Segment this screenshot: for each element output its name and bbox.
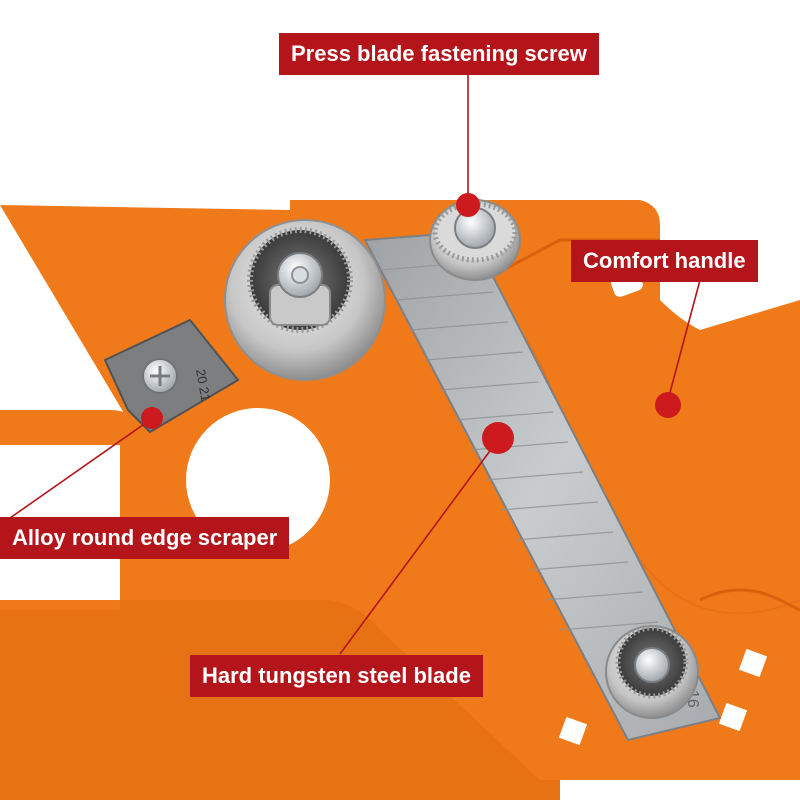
square-hole-2 bbox=[718, 702, 748, 732]
callout-comfort-handle: Comfort handle bbox=[571, 240, 758, 282]
blade-thumb-screw bbox=[605, 625, 699, 719]
square-hole-3 bbox=[558, 716, 588, 746]
leader-round-scraper bbox=[9, 419, 151, 519]
finger-hole-center bbox=[186, 408, 330, 552]
square-hole-1 bbox=[738, 648, 768, 678]
dot-press-screw bbox=[456, 193, 480, 217]
steel-blade bbox=[363, 230, 722, 742]
leader-steel-blade bbox=[339, 439, 499, 655]
callout-steel-blade: Hard tungsten steel blade bbox=[190, 655, 483, 697]
callout-round-scraper: Alloy round edge scraper bbox=[0, 517, 290, 559]
large-thumb-screw bbox=[224, 219, 386, 381]
dot-steel-blade bbox=[482, 422, 514, 454]
scraper-code-text: 20 21 bbox=[193, 368, 213, 403]
handle-bump bbox=[699, 588, 800, 612]
finger-hole-left bbox=[0, 258, 52, 382]
round-edge-scraper: 20 21 bbox=[103, 318, 240, 434]
tool-edge-shadow bbox=[0, 600, 560, 800]
dot-comfort-handle bbox=[655, 392, 681, 418]
callout-press-screw: Press blade fastening screw bbox=[279, 33, 599, 75]
dot-round-scraper bbox=[141, 407, 163, 429]
leader-comfort-handle bbox=[667, 279, 701, 401]
